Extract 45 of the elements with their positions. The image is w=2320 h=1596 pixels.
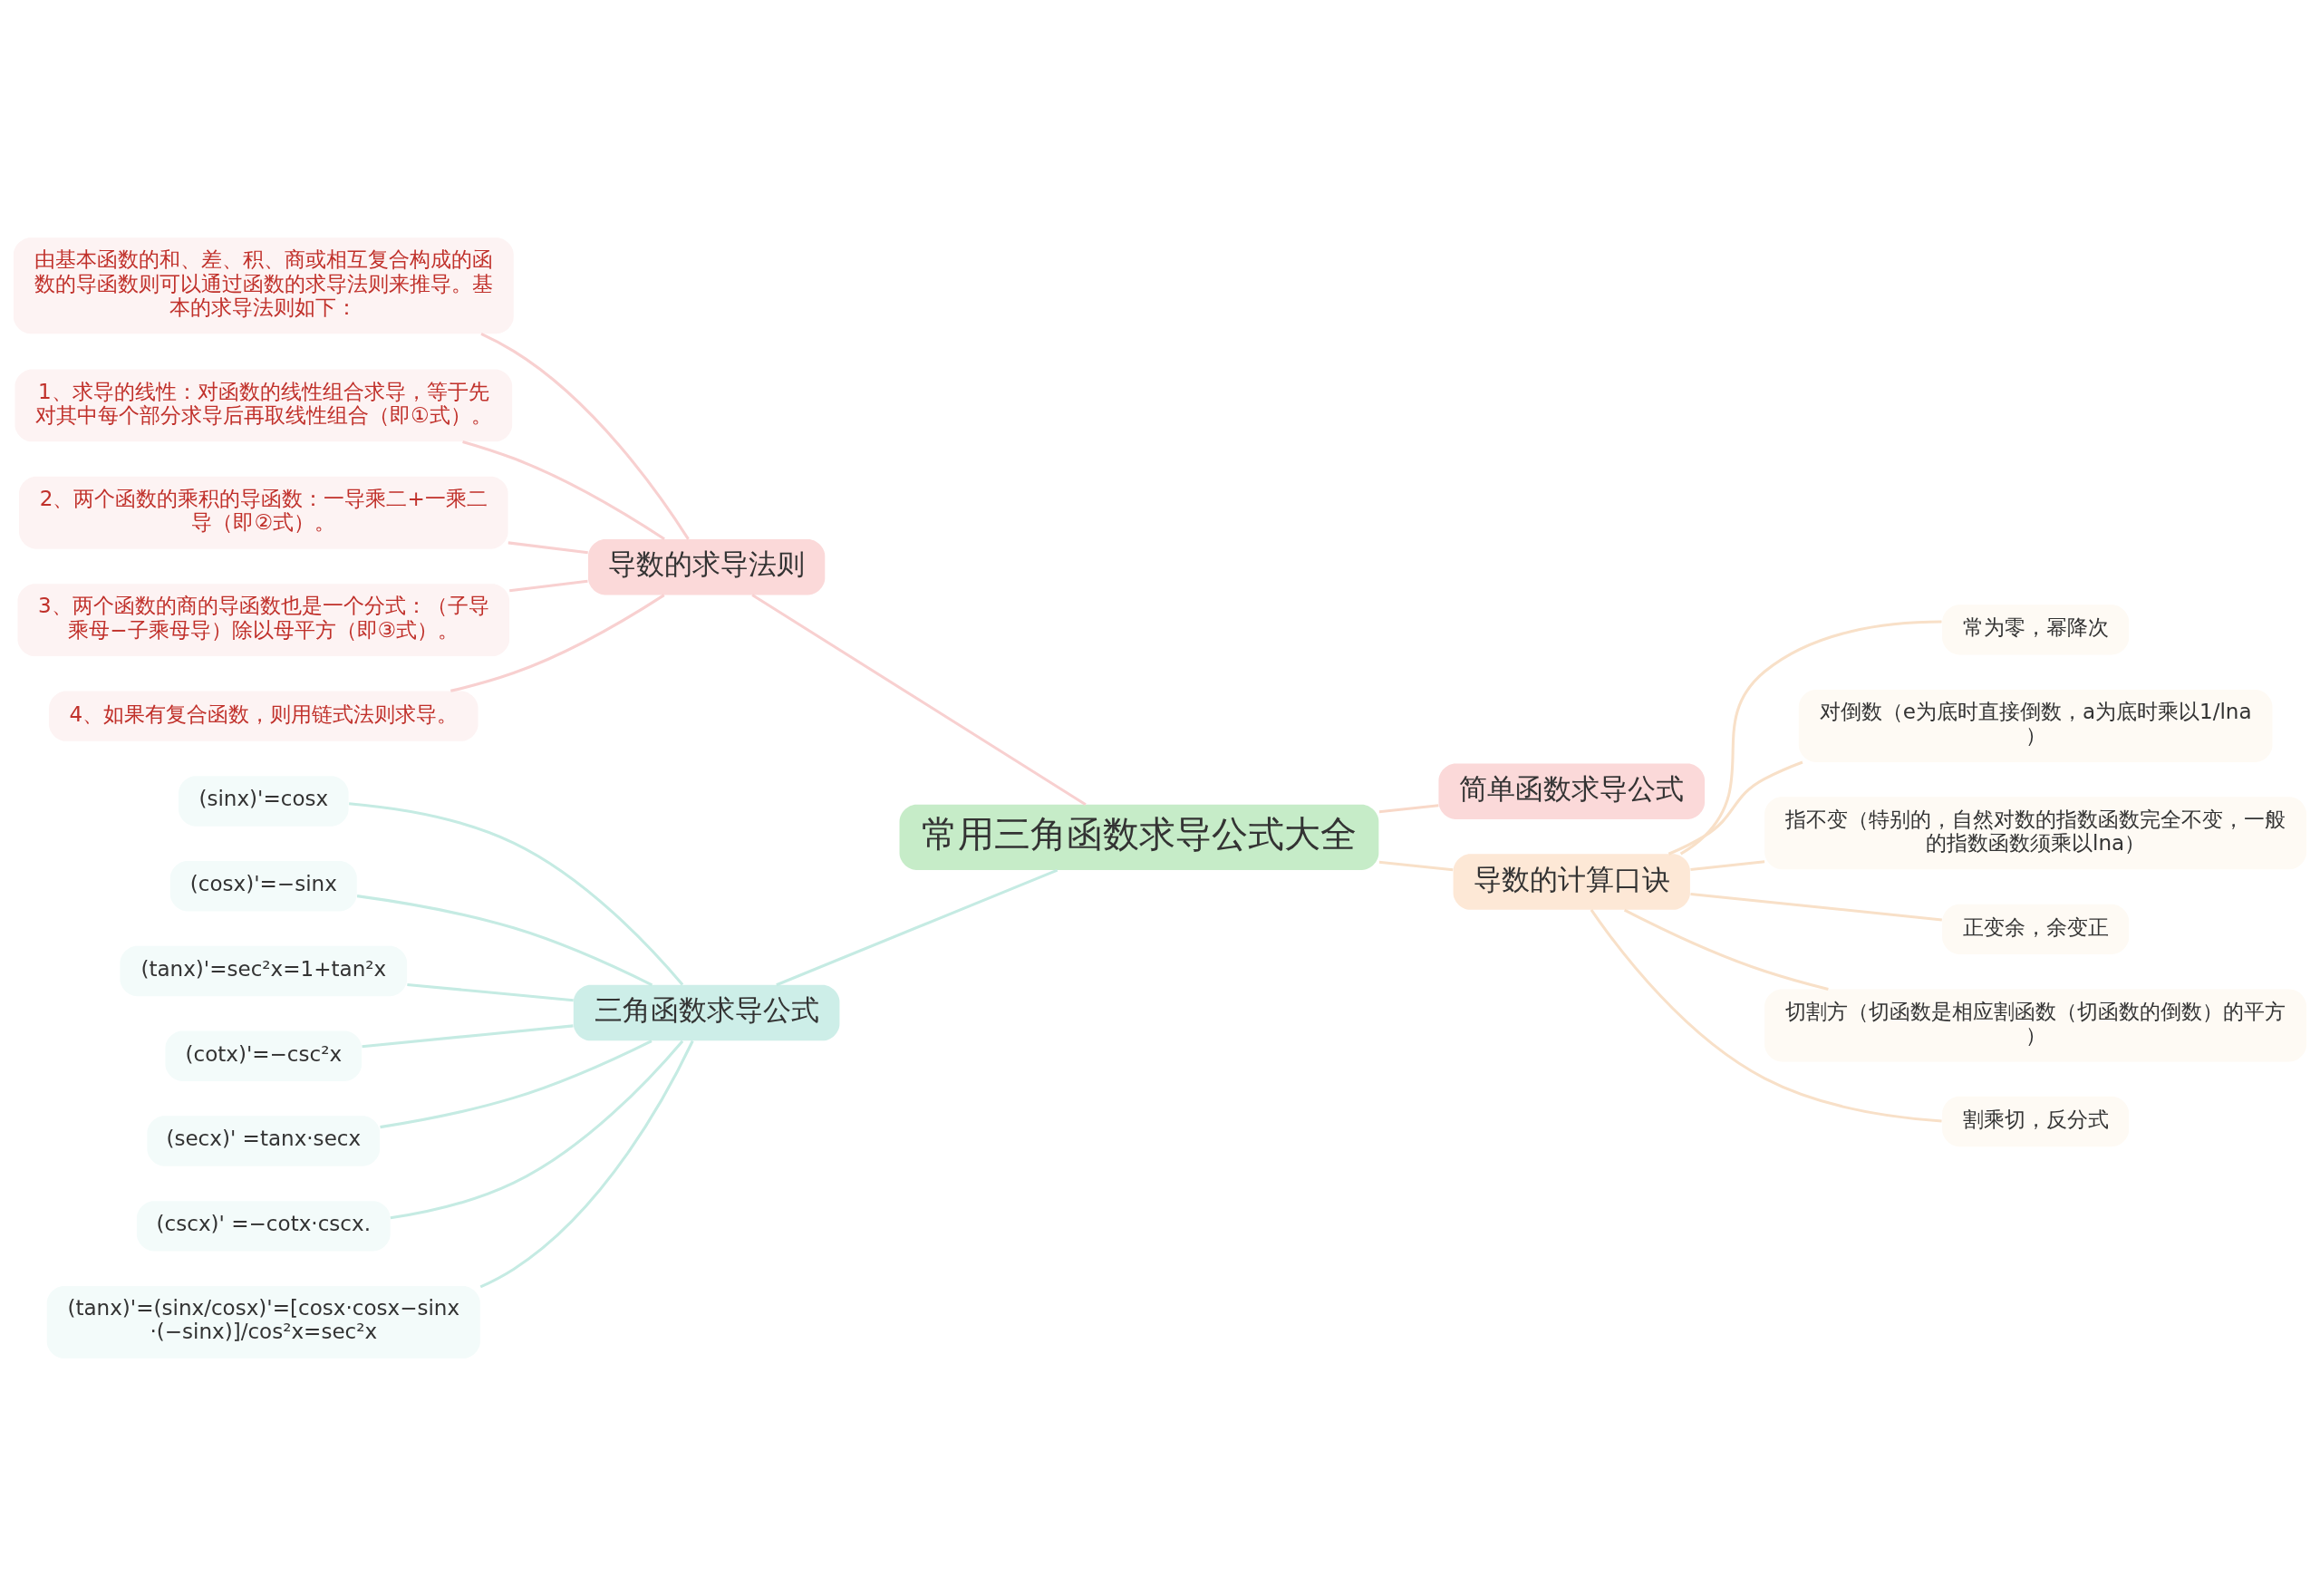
node-box: 割乘切，反分式 xyxy=(1942,1096,2130,1147)
node-box: (tanx)'=(sinx/cosx)'=[cosx·cosx−sinx·(−sinx)]/cos²x=sec²x xyxy=(46,1285,480,1359)
node-box: 对倒数（e为底时直接倒数，a为底时乘以1/lna） xyxy=(1798,690,2273,762)
node-box: 导数的求导法则 xyxy=(587,538,826,595)
connector xyxy=(362,1024,574,1049)
connector xyxy=(508,541,588,555)
node-box: (tanx)'=sec²x=1+tan²x xyxy=(120,945,408,997)
node-box: 4、如果有复合函数，则用链式法则求导。 xyxy=(49,691,478,741)
connector xyxy=(1590,909,1942,1123)
connector xyxy=(390,1040,684,1220)
node-box: 2、两个函数的乘积的导函数：一导乘二+一乘二导（即②式）。 xyxy=(19,476,508,549)
connector xyxy=(356,895,653,987)
connector xyxy=(480,333,690,540)
connector xyxy=(407,982,574,1002)
node-box: 指不变（特别的，自然对数的指数函数完全不变，一般的指数函数须乘以lna） xyxy=(1764,797,2307,870)
node-box: 切割方（切函数是相应割函数（切函数的倒数）的平方） xyxy=(1764,989,2307,1062)
node-box: 三角函数求导公式 xyxy=(573,984,840,1041)
node-box: 3、两个函数的商的导函数也是一个分式：（子导乘母−子乘母导）除以母平方（即③式）。 xyxy=(17,584,510,657)
node-box: 导数的计算口诀 xyxy=(1453,854,1690,910)
node-box: 简单函数求导公式 xyxy=(1438,763,1706,819)
connector xyxy=(1668,760,1803,856)
node-box: 常用三角函数求导公式大全 xyxy=(899,804,1379,871)
node-box: (cotx)'=−csc²x xyxy=(165,1030,362,1081)
connector xyxy=(509,579,588,593)
connector xyxy=(380,1040,652,1129)
node-box: (secx)' =tanx·secx xyxy=(147,1116,381,1166)
connector xyxy=(776,868,1058,987)
node-box: 1、求导的线性：对函数的线性组合求导，等于先对其中每个部分求导后再取线性组合（即①式）。 xyxy=(14,369,513,442)
connector xyxy=(1679,620,1942,856)
connector xyxy=(1378,804,1439,814)
connector xyxy=(349,802,684,986)
connector xyxy=(462,440,665,541)
node-box: (cscx)' =−cotx·cscx. xyxy=(136,1201,391,1252)
connector xyxy=(450,594,665,692)
node-box: (sinx)'=cosx xyxy=(179,776,349,827)
node-box: (cosx)'=−sinx xyxy=(169,861,357,912)
connector xyxy=(1690,892,1942,922)
node-box: 由基本函数的和、差、积、商或相互复合构成的函数的导函数则可以通过函数的求导法则来推导。基本的求导法则如下： xyxy=(13,237,514,334)
node-box: 正变余，余变正 xyxy=(1942,904,2130,955)
connector xyxy=(1623,908,1829,991)
connector xyxy=(1378,860,1454,872)
node-box: 常为零，幂降次 xyxy=(1942,605,2130,655)
connector xyxy=(1690,860,1765,871)
connector xyxy=(479,1040,694,1289)
connector xyxy=(751,594,1087,807)
